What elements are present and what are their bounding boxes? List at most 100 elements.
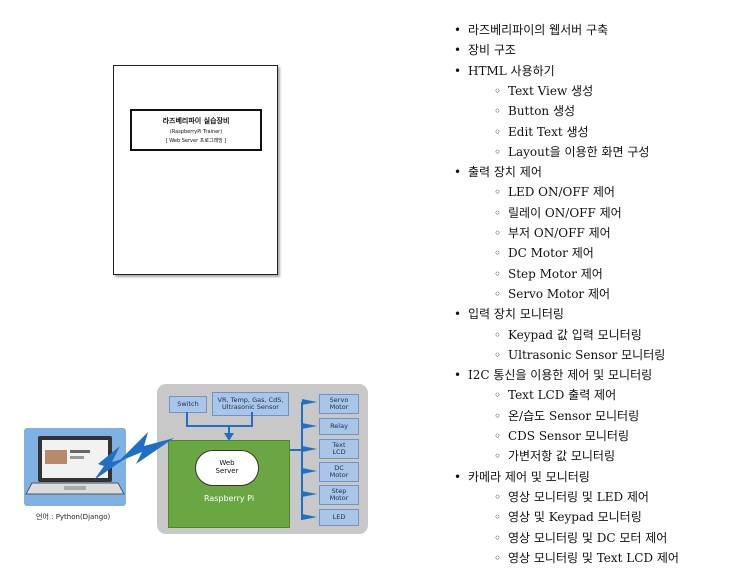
sensor-box: VR, Temp, Gas, CdS, Ultrasonic Sensor	[212, 392, 289, 416]
web-server-label: Web Server	[215, 459, 239, 475]
bullet-circle-icon: ◦	[494, 530, 502, 545]
bullet-dot-icon: •	[454, 23, 462, 37]
list-item-text: LED ON/OFF 제어	[508, 185, 615, 200]
bullet-circle-icon: ◦	[494, 286, 502, 301]
list-subitem: ◦ DC Motor 제어	[494, 244, 594, 262]
list-item-text: DC Motor 제어	[508, 246, 594, 261]
bullet-dot-icon: •	[454, 165, 462, 180]
list-item-text: Layout을 이용한 화면 구성	[508, 144, 650, 159]
list-item-text: 부저 ON/OFF 제어	[508, 226, 611, 240]
output-text-lcd: Text LCD	[319, 439, 359, 459]
list-subitem: ◦ Step Motor 제어	[494, 265, 603, 283]
list-item-text: 라즈베리파이의 웹서버 구축	[468, 23, 609, 37]
laptop-caption: 언어 : Python(Django)	[36, 513, 111, 521]
bullet-dot-icon: •	[454, 43, 462, 58]
list-item-text: CDS Sensor 모니터링	[508, 429, 629, 443]
list-item-text: 영상 및 Keypad 모니터링	[508, 510, 642, 525]
list-subitem: ◦ 온/습도 Sensor 모니터링	[494, 407, 639, 425]
bullet-circle-icon: ◦	[494, 205, 502, 220]
bullet-dot-icon: •	[454, 368, 462, 383]
list-subitem: ◦ CDS Sensor 모니터링	[494, 427, 629, 445]
list-item-text: 영상 모니터링 및 DC 모터 제어	[508, 530, 668, 545]
list-subitem: ◦ 릴레이 ON/OFF 제어	[494, 204, 622, 222]
list-item-text: Step Motor 제어	[508, 266, 603, 281]
list-subitem: ◦ 영상 및 Keypad 모니터링	[494, 508, 642, 526]
list-item-text: HTML 사용하기	[468, 63, 555, 78]
bullet-circle-icon: ◦	[494, 327, 502, 342]
list-item: • 입력 장치 모니터링	[454, 305, 564, 323]
web-server-cloud: Web Server	[195, 450, 259, 486]
bullet-circle-icon: ◦	[494, 408, 502, 423]
bullet-circle-icon: ◦	[494, 83, 502, 98]
list-subitem: ◦ Layout을 이용한 화면 구성	[494, 143, 649, 161]
list-subitem: ◦ Edit Text 생성	[494, 123, 589, 141]
output-dc-motor: DC Motor	[319, 462, 359, 482]
bullet-circle-icon: ◦	[494, 104, 502, 119]
bullet-circle-icon: ◦	[494, 246, 502, 261]
list-item-text: Button 생성	[508, 104, 576, 119]
list-item-text: I2C 통신을 이용한 제어 및 모니터링	[468, 368, 653, 383]
list-subitem: ◦ 영상 모니터링 및 Text LCD 제어	[494, 549, 679, 567]
book-cover: 라즈베리파이 실습장비 (RaspberryPi Trainer) [ Web …	[113, 65, 278, 275]
bullet-circle-icon: ◦	[494, 429, 502, 443]
list-item-text: Servo Motor 제어	[508, 286, 611, 301]
list-item: •카메라 제어 및 모니터링	[454, 468, 590, 486]
list-item-text: 영상 모니터링 및 Text LCD 제어	[508, 550, 679, 565]
bullet-dot-icon: •	[454, 63, 462, 78]
list-item-text: 릴레이 ON/OFF 제어	[508, 205, 622, 220]
bullet-circle-icon: ◦	[494, 489, 502, 504]
output-led: LED	[319, 509, 359, 526]
book-subtitle: (RaspberryPi Trainer)	[169, 129, 223, 135]
list-item: • 라즈베리파이의 웹서버 구축	[454, 21, 608, 39]
bullet-circle-icon: ◦	[494, 266, 502, 281]
list-item-text: 장비 구조	[468, 43, 516, 58]
list-subitem: ◦ 부저 ON/OFF 제어	[494, 224, 611, 242]
output-step-motor: Step Motor	[319, 485, 359, 505]
list-item-text: 출력 장치 제어	[468, 165, 542, 180]
list-subitem: ◦ Servo Motor 제어	[494, 285, 610, 303]
bullet-circle-icon: ◦	[494, 124, 502, 139]
bullet-circle-icon: ◦	[494, 550, 502, 565]
bullet-circle-icon: ◦	[494, 388, 502, 403]
list-item: • HTML 사용하기	[454, 62, 555, 80]
list-subitem: ◦ Keypad 값 입력 모니터링	[494, 326, 642, 344]
connection-arrows	[186, 399, 317, 520]
list-item: • 장비 구조	[454, 41, 516, 59]
list-item-text: Ultrasonic Sensor 모니터링	[508, 347, 666, 362]
list-item: • 출력 장치 제어	[454, 163, 542, 181]
bullet-circle-icon: ◦	[494, 449, 502, 464]
architecture-diagram: Switch VR, Temp, Gas, CdS, Ultrasonic Se…	[157, 384, 368, 534]
raspberry-pi-label: Raspberry Pi	[203, 494, 255, 503]
bullet-circle-icon: ◦	[494, 510, 502, 525]
list-subitem: ◦ Ultrasonic Sensor 모니터링	[494, 346, 665, 364]
list-item: • I2C 통신을 이용한 제어 및 모니터링	[454, 366, 652, 384]
bullet-circle-icon: ◦	[494, 144, 502, 159]
list-subitem: ◦ Text View 생성	[494, 82, 593, 100]
lightning-arrow	[94, 446, 126, 480]
list-item-text: 영상 모니터링 및 LED 제어	[508, 489, 649, 504]
list-subitem: ◦ 가변저항 값 모니터링	[494, 447, 615, 465]
list-item-text: 온/습도 Sensor 모니터링	[508, 408, 640, 423]
output-relay: Relay	[319, 418, 359, 435]
laptop-icon	[24, 428, 126, 506]
output-servo-motor: Servo Motor	[319, 394, 359, 414]
list-item-text: Keypad 값 입력 모니터링	[508, 327, 642, 342]
list-item-text: 입력 장치 모니터링	[468, 307, 564, 322]
bullet-dot-icon: •	[454, 307, 462, 322]
bullet-circle-icon: ◦	[494, 185, 502, 200]
book-title-box: 라즈베리파이 실습장비 (RaspberryPi Trainer) [ Web …	[130, 109, 262, 151]
bullet-circle-icon: ◦	[494, 226, 502, 240]
lightning-bolt-icon	[118, 432, 174, 464]
list-subitem: ◦ LED ON/OFF 제어	[494, 183, 615, 201]
book-title: 라즈베리파이 실습장비	[162, 117, 230, 125]
bullet-circle-icon: ◦	[494, 347, 502, 362]
list-item-text: 가변저항 값 모니터링	[508, 449, 615, 464]
list-item-text: Text LCD 출력 제어	[508, 388, 617, 403]
list-item-text: Text View 생성	[508, 83, 594, 98]
list-subitem: ◦ Text LCD 출력 제어	[494, 386, 616, 404]
list-item-text: Edit Text 생성	[508, 124, 589, 139]
list-item-text: 카메라 제어 및 모니터링	[468, 469, 590, 484]
list-subitem: ◦ 영상 모니터링 및 LED 제어	[494, 488, 649, 506]
list-subitem: ◦ Button 생성	[494, 102, 575, 120]
list-subitem: ◦ 영상 모니터링 및 DC 모터 제어	[494, 529, 667, 547]
